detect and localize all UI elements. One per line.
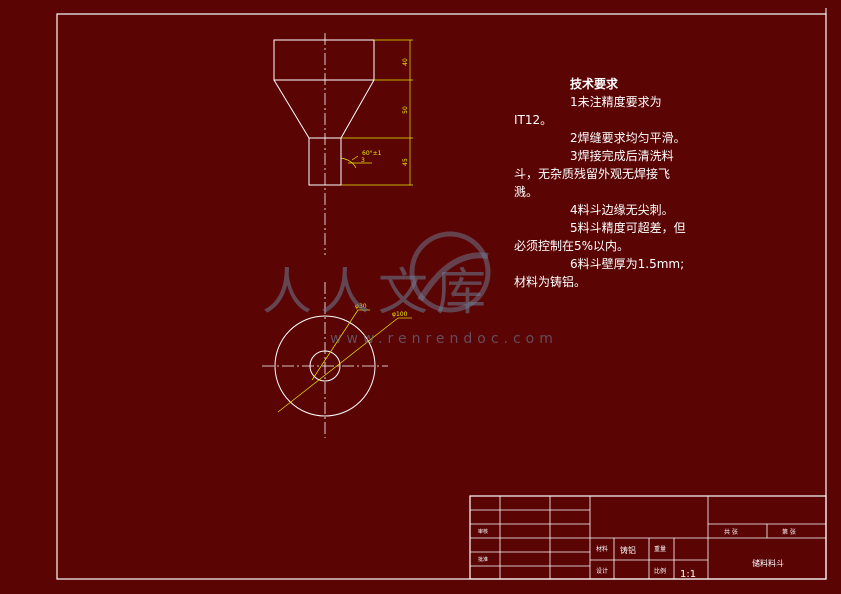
requirement-item: 6料斗壁厚为1.5mm;材料为铸铝。 — [514, 257, 685, 289]
tb-scale-label: 比例 — [654, 567, 666, 575]
dim-outer-diameter: φ100 — [392, 311, 408, 318]
drawing-frame — [56, 13, 827, 580]
tb-quantity-label: 共 张 — [724, 528, 738, 536]
watermark-logo-icon — [409, 231, 491, 313]
vertical-dimensions — [341, 39, 413, 186]
watermark-text: 人人文库 — [262, 263, 494, 321]
angle-annotation — [340, 155, 372, 169]
tb-sheet-label: 第 张 — [782, 528, 796, 536]
requirements-title: 技术要求 — [570, 77, 619, 91]
requirement-item: 1未注精度要求为IT12。 — [514, 95, 662, 127]
diameter-leaders — [277, 309, 412, 413]
tb-approver-label: 批准 — [478, 556, 488, 563]
watermark-url: www.renrendoc.com — [330, 331, 558, 347]
outer-circle — [274, 315, 376, 417]
technical-requirements: 技术要求 1未注精度要求为IT12。 2焊缝要求均匀平滑。 3焊接完成后清洗料斗… — [514, 75, 692, 291]
dim-height-mid: 50 — [402, 106, 409, 114]
dim-height-top: 40 — [402, 58, 409, 66]
tb-weight-label: 重量 — [654, 545, 666, 553]
inner-circle — [309, 350, 341, 382]
hopper-cone — [273, 79, 375, 139]
dim-inner-diameter: φ30 — [355, 303, 367, 310]
dim-height-bottom: 45 — [402, 158, 409, 166]
hopper-top-cylinder — [273, 39, 375, 81]
requirement-item: 2焊缝要求均匀平滑。 — [570, 131, 686, 145]
requirement-item: 5料斗精度可超差，但必须控制在5%以内。 — [514, 221, 686, 253]
tb-material-value: 铸铝 — [620, 545, 636, 555]
requirement-item: 3焊接完成后清洗料斗，无杂质残留外观无焊接飞溅。 — [514, 149, 674, 199]
title-block — [469, 495, 827, 580]
tb-designer-label: 设计 — [596, 567, 608, 575]
tb-part-name: 储料料斗 — [752, 558, 784, 568]
tb-material-label: 材料 — [596, 545, 608, 553]
dim-chamfer: 3 — [361, 157, 365, 164]
dim-angle: 60°±1 — [362, 150, 382, 157]
requirement-item: 4料斗边缘无尖刺。 — [570, 203, 674, 217]
tb-checker-label: 审核 — [478, 528, 488, 535]
hopper-top-view — [274, 315, 376, 417]
tb-scale-value: 1:1 — [680, 569, 696, 580]
